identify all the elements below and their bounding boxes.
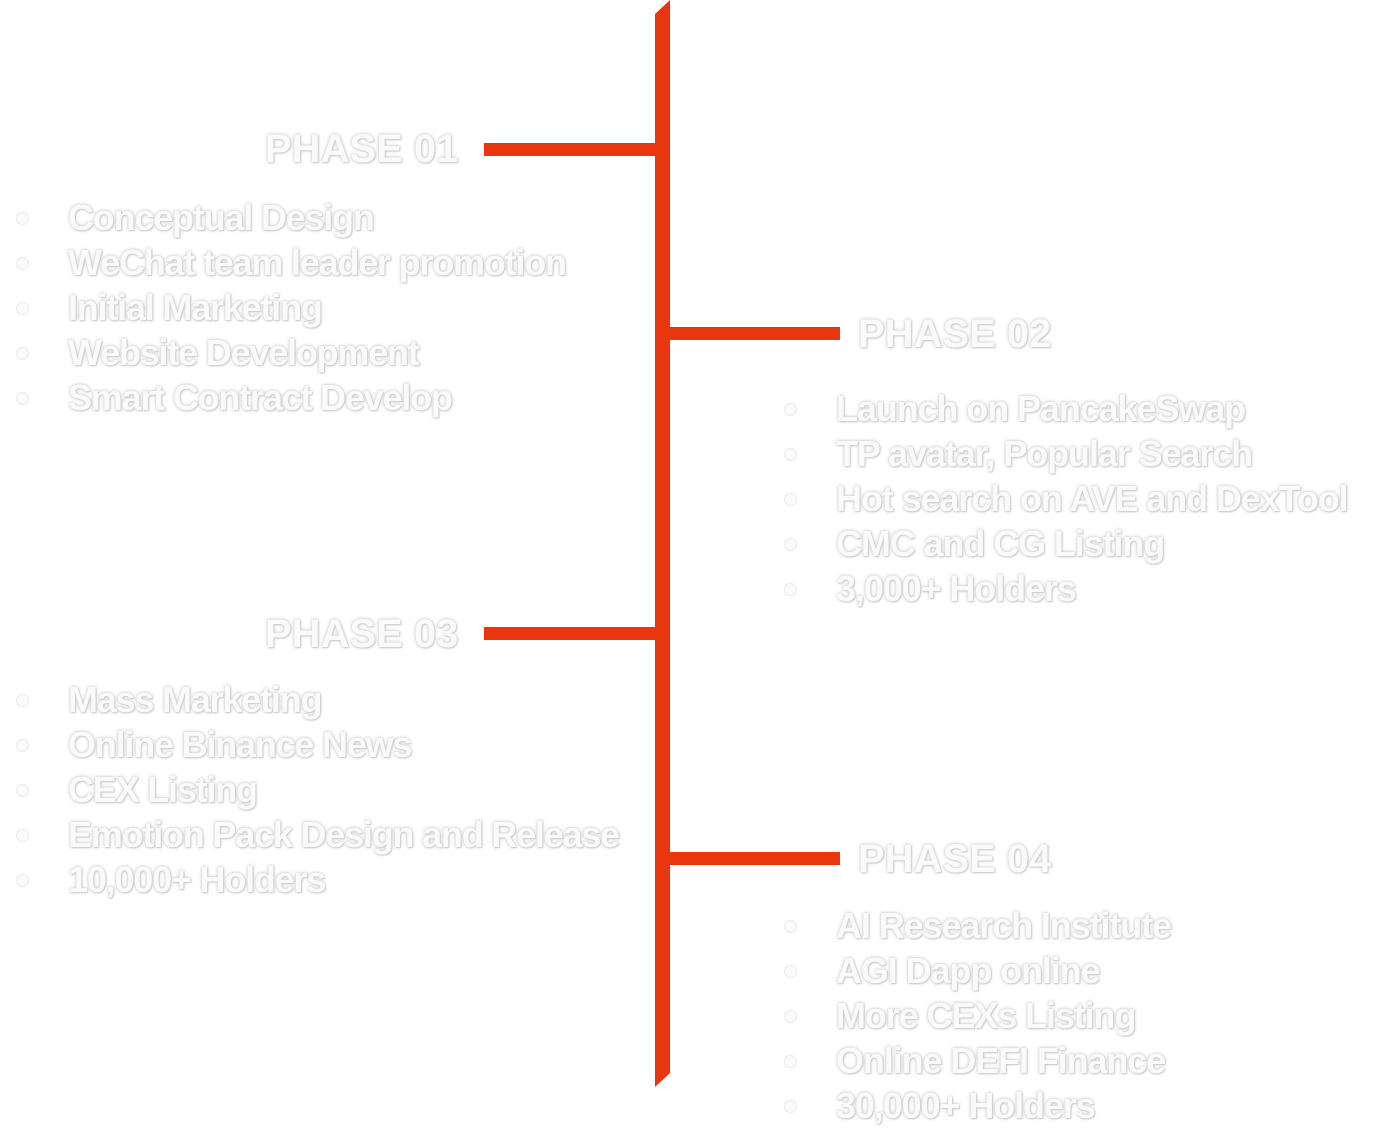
list-item-label: TP avatar, Popular Search: [836, 433, 1253, 474]
list-item: Conceptual Design: [17, 195, 566, 240]
list-item-label: Mass Marketing: [68, 679, 322, 720]
bullet-icon: [17, 695, 28, 706]
list-item: CEX Listing: [17, 767, 619, 812]
bullet-icon: [785, 1056, 796, 1067]
bullet-icon: [785, 584, 796, 595]
phase-02-connector: [668, 327, 840, 340]
list-item: AGI Dapp online: [785, 948, 1171, 993]
bullet-icon: [785, 1011, 796, 1022]
list-item: Initial Marketing: [17, 285, 566, 330]
list-item: More CEXs Listing: [785, 993, 1171, 1038]
bullet-icon: [785, 921, 796, 932]
list-item: 10,000+ Holders: [17, 857, 619, 902]
list-item-label: Initial Marketing: [68, 287, 323, 328]
bullet-icon: [17, 830, 28, 841]
phase-03-connector: [484, 627, 657, 640]
bullet-icon: [17, 258, 28, 269]
list-item-label: Launch on PancakeSwap: [836, 388, 1246, 429]
phase-01-connector: [484, 143, 657, 156]
list-item: Launch on PancakeSwap: [785, 386, 1348, 431]
phase-04-connector: [668, 852, 840, 865]
list-item-label: Conceptual Design: [68, 197, 375, 238]
list-item-label: Smart Contract Develop: [68, 377, 453, 418]
list-item-label: AI Research Institute: [836, 905, 1172, 946]
list-item: Emotion Pack Design and Release: [17, 812, 620, 857]
bullet-icon: [17, 393, 28, 404]
list-item-label: 30,000+ Holders: [836, 1085, 1096, 1126]
phase-02-list: Launch on PancakeSwap TP avatar, Popular…: [785, 386, 1349, 611]
timeline-vertical-line: [655, 0, 670, 1087]
phase-01-list: Conceptual Design WeChat team leader pro…: [17, 195, 567, 420]
list-item-label: CEX Listing: [68, 769, 258, 810]
list-item: Online DEFI Finance: [785, 1038, 1171, 1083]
bullet-icon: [17, 875, 28, 886]
phase-03-list: Mass Marketing Online Binance News CEX L…: [17, 677, 620, 902]
list-item: Hot search on AVE and DexTool: [785, 476, 1349, 521]
list-item: CMC and CG Listing: [785, 521, 1348, 566]
bullet-icon: [785, 494, 796, 505]
bullet-icon: [785, 449, 796, 460]
bullet-icon: [17, 348, 28, 359]
list-item: WeChat team leader promotion: [17, 240, 567, 285]
bullet-icon: [785, 1101, 796, 1112]
list-item-label: More CEXs Listing: [836, 995, 1136, 1036]
phase-03-title: PHASE 03: [265, 612, 459, 656]
list-item-label: Online Binance News: [68, 724, 413, 765]
list-item-label: 3,000+ Holders: [836, 568, 1077, 609]
list-item-label: Website Development: [68, 332, 420, 373]
phase-01-title: PHASE 01: [265, 127, 459, 171]
list-item-label: CMC and CG Listing: [836, 523, 1165, 564]
list-item: 30,000+ Holders: [785, 1083, 1171, 1128]
list-item-label: Online DEFI Finance: [836, 1040, 1166, 1081]
phase-02-title: PHASE 02: [858, 312, 1052, 356]
list-item-label: Hot search on AVE and DexTool: [836, 478, 1349, 519]
list-item: Website Development: [17, 330, 566, 375]
list-item: Online Binance News: [17, 722, 619, 767]
list-item-label: AGI Dapp online: [836, 950, 1101, 991]
list-item: Mass Marketing: [17, 677, 619, 722]
bullet-icon: [785, 539, 796, 550]
list-item-label: 10,000+ Holders: [68, 859, 326, 900]
bullet-icon: [17, 303, 28, 314]
bullet-icon: [785, 966, 796, 977]
list-item: TP avatar, Popular Search: [785, 431, 1348, 476]
phase-04-list: AI Research Institute AGI Dapp online Mo…: [785, 903, 1172, 1128]
bullet-icon: [785, 404, 796, 415]
list-item: 3,000+ Holders: [785, 566, 1348, 611]
list-item: AI Research Institute: [785, 903, 1172, 948]
bullet-icon: [17, 213, 28, 224]
bullet-icon: [17, 740, 28, 751]
list-item: Smart Contract Develop: [17, 375, 566, 420]
bullet-icon: [17, 785, 28, 796]
list-item-label: WeChat team leader promotion: [68, 242, 567, 283]
phase-04-title: PHASE 04: [858, 837, 1052, 881]
list-item-label: Emotion Pack Design and Release: [68, 814, 620, 855]
